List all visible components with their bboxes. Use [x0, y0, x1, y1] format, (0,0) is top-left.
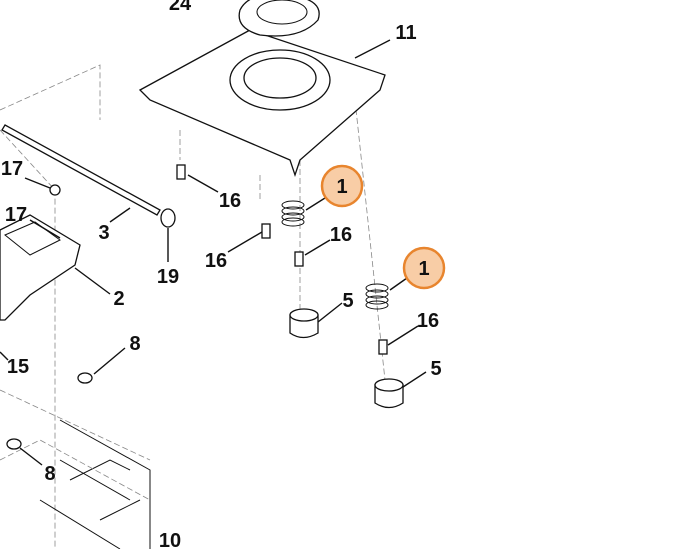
callout-16[interactable]: 16 — [330, 224, 352, 246]
callout-16[interactable]: 16 — [205, 250, 227, 272]
callout-10[interactable]: 10 — [159, 530, 181, 549]
callout-24[interactable]: 24 — [169, 0, 192, 15]
callout-17[interactable]: 17 — [1, 158, 23, 180]
highlight-circle — [320, 164, 364, 208]
callout-15[interactable]: 15 — [7, 356, 29, 378]
callout-8[interactable]: 8 — [44, 463, 55, 485]
highlight-circle — [402, 246, 446, 290]
callout-1[interactable]: 1 — [336, 176, 347, 198]
panel-part-2[interactable] — [0, 214, 81, 321]
mounting-plate-part-11[interactable] — [138, 0, 386, 178]
nut-part-17[interactable] — [49, 184, 61, 196]
callout-labels: 24 11 17 17 3 16 1 16 16 19 2 1 5 16 8 1… — [1, 0, 442, 549]
callout-11[interactable]: 11 — [395, 22, 416, 44]
callout-1[interactable]: 1 — [418, 258, 429, 280]
caps-part-5[interactable] — [289, 308, 404, 409]
leader-lines — [0, 39, 427, 466]
callout-2[interactable]: 2 — [113, 288, 124, 310]
frame-part-10[interactable] — [0, 419, 151, 549]
springs-part-1[interactable] — [281, 200, 389, 310]
washer-part-19[interactable] — [160, 208, 176, 228]
callout-19[interactable]: 19 — [157, 266, 179, 288]
washer-part-8[interactable] — [77, 372, 93, 384]
callout-3[interactable]: 3 — [98, 222, 109, 244]
bolts-part-16[interactable] — [176, 164, 388, 355]
rod-part-3[interactable] — [1, 124, 161, 216]
callout-16[interactable]: 16 — [417, 310, 439, 332]
callout-8[interactable]: 8 — [129, 333, 140, 355]
washer-part-8[interactable] — [6, 438, 22, 450]
callout-5[interactable]: 5 — [430, 358, 441, 380]
guide-lines — [0, 64, 386, 549]
callout-5[interactable]: 5 — [342, 290, 353, 312]
callout-16[interactable]: 16 — [219, 190, 241, 212]
callout-17[interactable]: 17 — [5, 204, 27, 226]
